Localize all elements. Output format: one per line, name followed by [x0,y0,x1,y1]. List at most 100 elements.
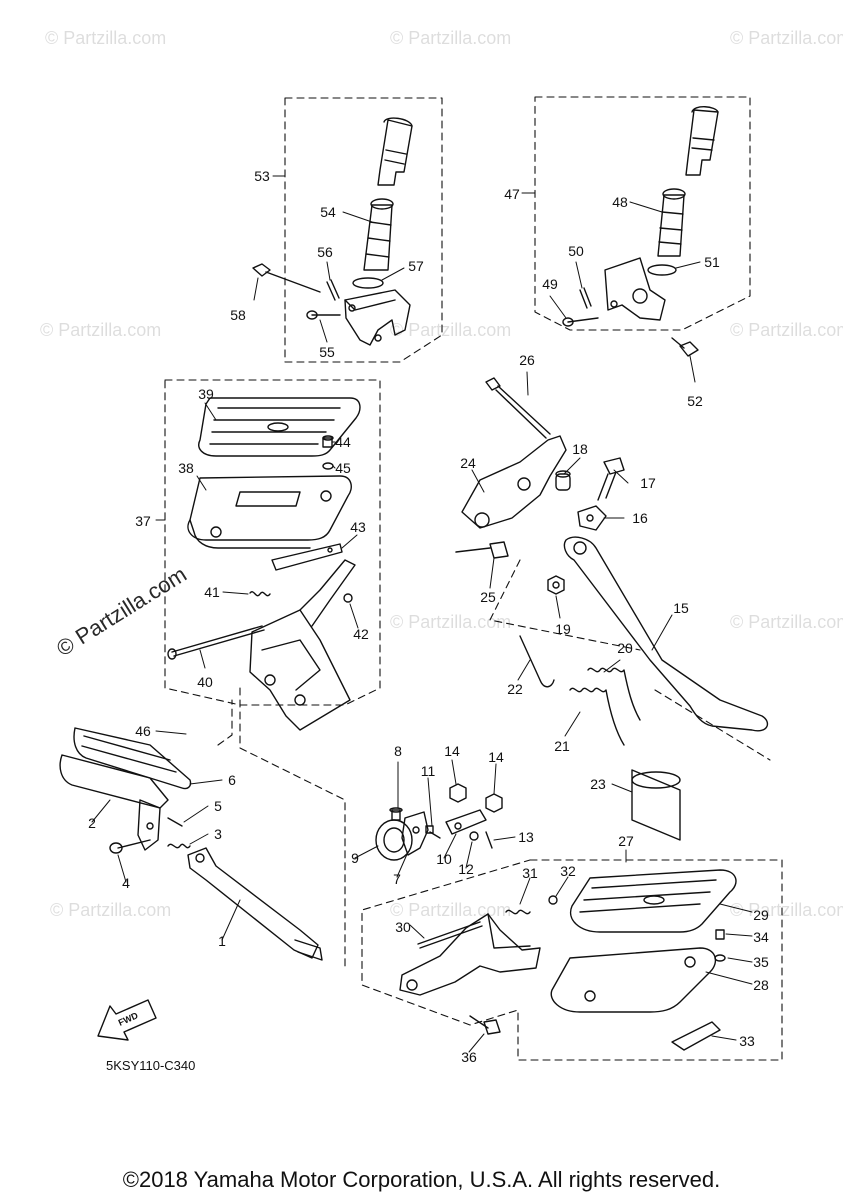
part-23-rubber-cap [631,769,681,841]
part-label-13: 13 [518,829,534,845]
part-4-bolt [109,839,151,854]
part-label-46: 46 [135,723,151,739]
part-52-bolt [671,337,699,357]
part-label-3: 3 [214,826,222,842]
part-label-31: 31 [522,865,538,881]
pointer-line-25 [489,559,641,651]
watermark: © Partzilla.com [50,900,172,920]
part-label-34: 34 [753,929,769,945]
part-label-25: 25 [480,589,496,605]
part-label-40: 40 [197,674,213,690]
part-label-41: 41 [204,584,220,600]
part-47-grip [685,106,719,176]
part-55-pin [306,310,341,320]
part-label-16: 16 [632,510,648,526]
part-8-bolt [389,807,403,821]
part-label-8: 8 [394,743,402,759]
part-label-35: 35 [753,954,769,970]
part-label-58: 58 [230,307,246,323]
part-label-37: 37 [135,513,151,529]
part-label-53: 53 [254,168,270,184]
part-label-28: 28 [753,977,769,993]
watermark: © Partzilla.com [730,28,843,48]
part-49-pin [562,317,599,327]
fwd-arrow-icon [97,999,157,1041]
part-50-cotter-pin [579,287,592,309]
part-56-cotter-pin [326,279,340,301]
part-24-stand-bracket [461,435,567,529]
part-label-14a: 14 [444,743,460,759]
part-label-19: 19 [555,621,571,637]
part-label-39: 39 [198,386,214,402]
watermark: © Partzilla.com [390,612,512,632]
part-12-washer [469,831,479,841]
part-label-6: 6 [228,772,236,788]
part-label-12: 12 [458,861,474,877]
group-box-37 [164,379,381,706]
part-label-50: 50 [568,243,584,259]
part-40-shaft [167,625,265,660]
watermark: © Partzilla.com [390,900,512,920]
part-label-38: 38 [178,460,194,476]
watermark: © Partzilla.com [730,612,843,632]
part-9-clamp [375,819,413,861]
part-5-pin [167,817,183,827]
part-31-spring [505,909,531,915]
part-26-bolt [485,377,551,439]
part-label-17: 17 [640,475,656,491]
part-30-shaft [417,921,483,949]
part-label-11: 11 [420,763,436,779]
part-32-washer [548,895,558,905]
part-label-32: 32 [560,863,576,879]
pointer-line-23 [654,689,771,761]
part-53-bracket [344,289,411,346]
group-box-27 [361,859,783,1061]
part-label-4: 4 [122,875,130,891]
part-10-linkage [445,809,487,835]
part-19-nut [547,575,565,595]
watermark: © Partzilla.com [390,320,512,340]
part-label-52: 52 [687,393,703,409]
part-label-30: 30 [395,919,411,935]
part-17-bolt [597,457,625,501]
part-label-29: 29 [753,907,769,923]
part-34-bolt [715,929,725,940]
part-14-nut-b [485,793,503,813]
part-label-18: 18 [572,441,588,457]
part-38-footboard-base [187,475,352,549]
part-label-15: 15 [673,600,689,616]
watermark: © Partzilla.com [40,320,162,340]
part-42-washer [343,593,353,603]
part-25-bolt [455,541,509,559]
group-box-47 [534,96,751,331]
part-label-9: 9 [351,850,359,866]
part-label-51: 51 [704,254,720,270]
part-54-rubber-grip [363,198,394,271]
part-33-plate [671,1021,721,1051]
part-label-48: 48 [612,194,628,210]
part-21-spring [569,687,625,746]
part-35-washer [714,954,726,962]
part-2-pedal [59,754,169,851]
part-label-26: 26 [519,352,535,368]
part-13-pin [485,831,493,849]
part-label-49: 49 [542,276,558,292]
group-boundaries [164,96,783,1061]
part-44-bolt [322,435,334,448]
part-label-57: 57 [408,258,424,274]
part-39-footboard-mat [198,397,361,457]
part-27-bracket [399,913,541,996]
diagram-code: 5KSY110-C340 [106,1058,196,1073]
part-label-43: 43 [350,519,366,535]
part-label-42: 42 [353,626,369,642]
part-3-spring [167,843,191,849]
part-29-footboard-mat [569,869,737,933]
part-48-rubber-grip [657,188,686,257]
part-label-27: 27 [618,833,634,849]
part-label-45: 45 [335,460,351,476]
part-label-10: 10 [436,851,452,867]
leader-lines [91,175,753,1053]
part-36-bolt [469,1015,501,1035]
